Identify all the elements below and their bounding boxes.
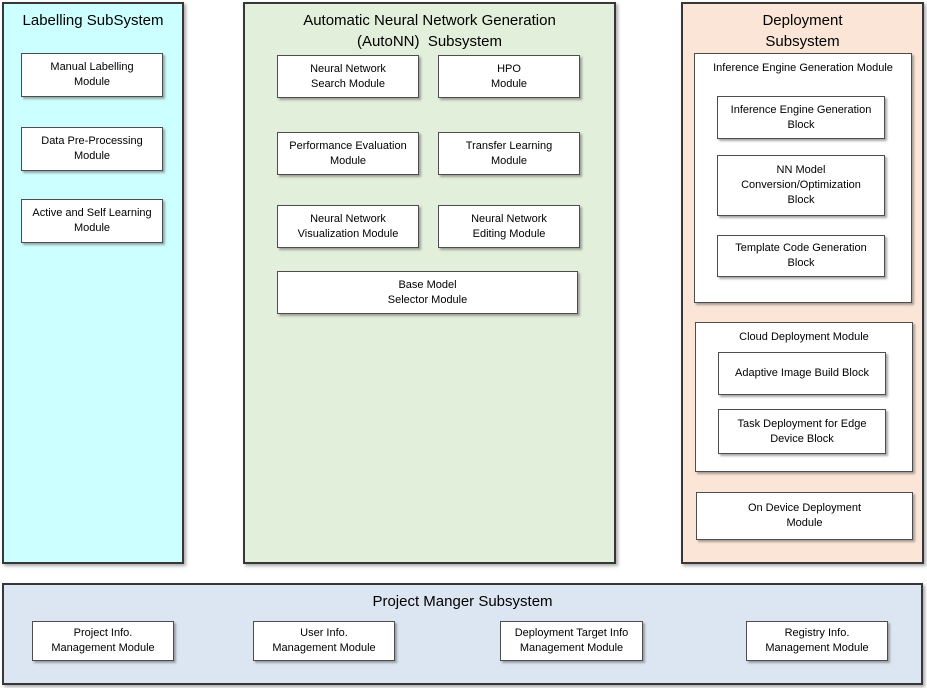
- module-project-info-management: Project Info. Management Module: [32, 621, 174, 661]
- panel-labelling-subsystem: Labelling SubSystem Manual Labelling Mod…: [2, 2, 184, 564]
- module-cloud-deployment: Cloud Deployment Module Adaptive Image B…: [695, 322, 913, 472]
- module-inference-engine-generation: Inference Engine Generation Module Infer…: [694, 53, 912, 303]
- module-neural-network-visualization: Neural Network Visualization Module: [277, 205, 419, 248]
- panel-autonn-subsystem: Automatic Neural Network Generation (Aut…: [243, 2, 616, 564]
- block-inference-engine-generation: Inference Engine Generation Block: [717, 96, 885, 139]
- panel-deployment-subsystem: Deployment Subsystem Inference Engine Ge…: [681, 2, 924, 564]
- module-transfer-learning: Transfer Learning Module: [438, 132, 580, 175]
- deployment-subsystem-title: Deployment Subsystem: [762, 12, 843, 50]
- module-performance-evaluation: Performance Evaluation Module: [277, 132, 419, 175]
- module-active-self-learning: Active and Self Learning Module: [21, 199, 163, 243]
- module-manual-labelling: Manual Labelling Module: [21, 53, 163, 97]
- inference-engine-generation-module-label: Inference Engine Generation Module: [713, 62, 893, 74]
- block-template-code-generation: Template Code Generation Block: [717, 235, 885, 277]
- module-base-model-selector: Base Model Selector Module: [277, 271, 578, 314]
- module-data-pre-processing: Data Pre-Processing Module: [21, 127, 163, 171]
- cloud-deployment-module-label: Cloud Deployment Module: [739, 331, 869, 343]
- module-registry-info-management: Registry Info. Management Module: [746, 621, 888, 661]
- module-deployment-target-info-management: Deployment Target Info Management Module: [500, 621, 643, 661]
- labelling-subsystem-title: Labelling SubSystem: [22, 12, 164, 29]
- block-nn-model-conversion-optimization: NN Model Conversion/Optimization Block: [717, 155, 885, 216]
- block-adaptive-image-build: Adaptive Image Build Block: [718, 352, 886, 395]
- module-neural-network-editing: Neural Network Editing Module: [438, 205, 580, 248]
- module-hpo: HPO Module: [438, 55, 580, 98]
- block-task-deployment-edge-device: Task Deployment for Edge Device Block: [718, 409, 886, 454]
- module-on-device-deployment: On Device Deployment Module: [696, 492, 913, 540]
- autonn-subsystem-title: Automatic Neural Network Generation (Aut…: [303, 12, 556, 50]
- module-user-info-management: User Info. Management Module: [253, 621, 395, 661]
- module-neural-network-search: Neural Network Search Module: [277, 55, 419, 98]
- panel-project-manager-subsystem: Project Manger Subsystem Project Info. M…: [2, 583, 923, 685]
- project-manager-subsystem-title: Project Manger Subsystem: [372, 593, 553, 610]
